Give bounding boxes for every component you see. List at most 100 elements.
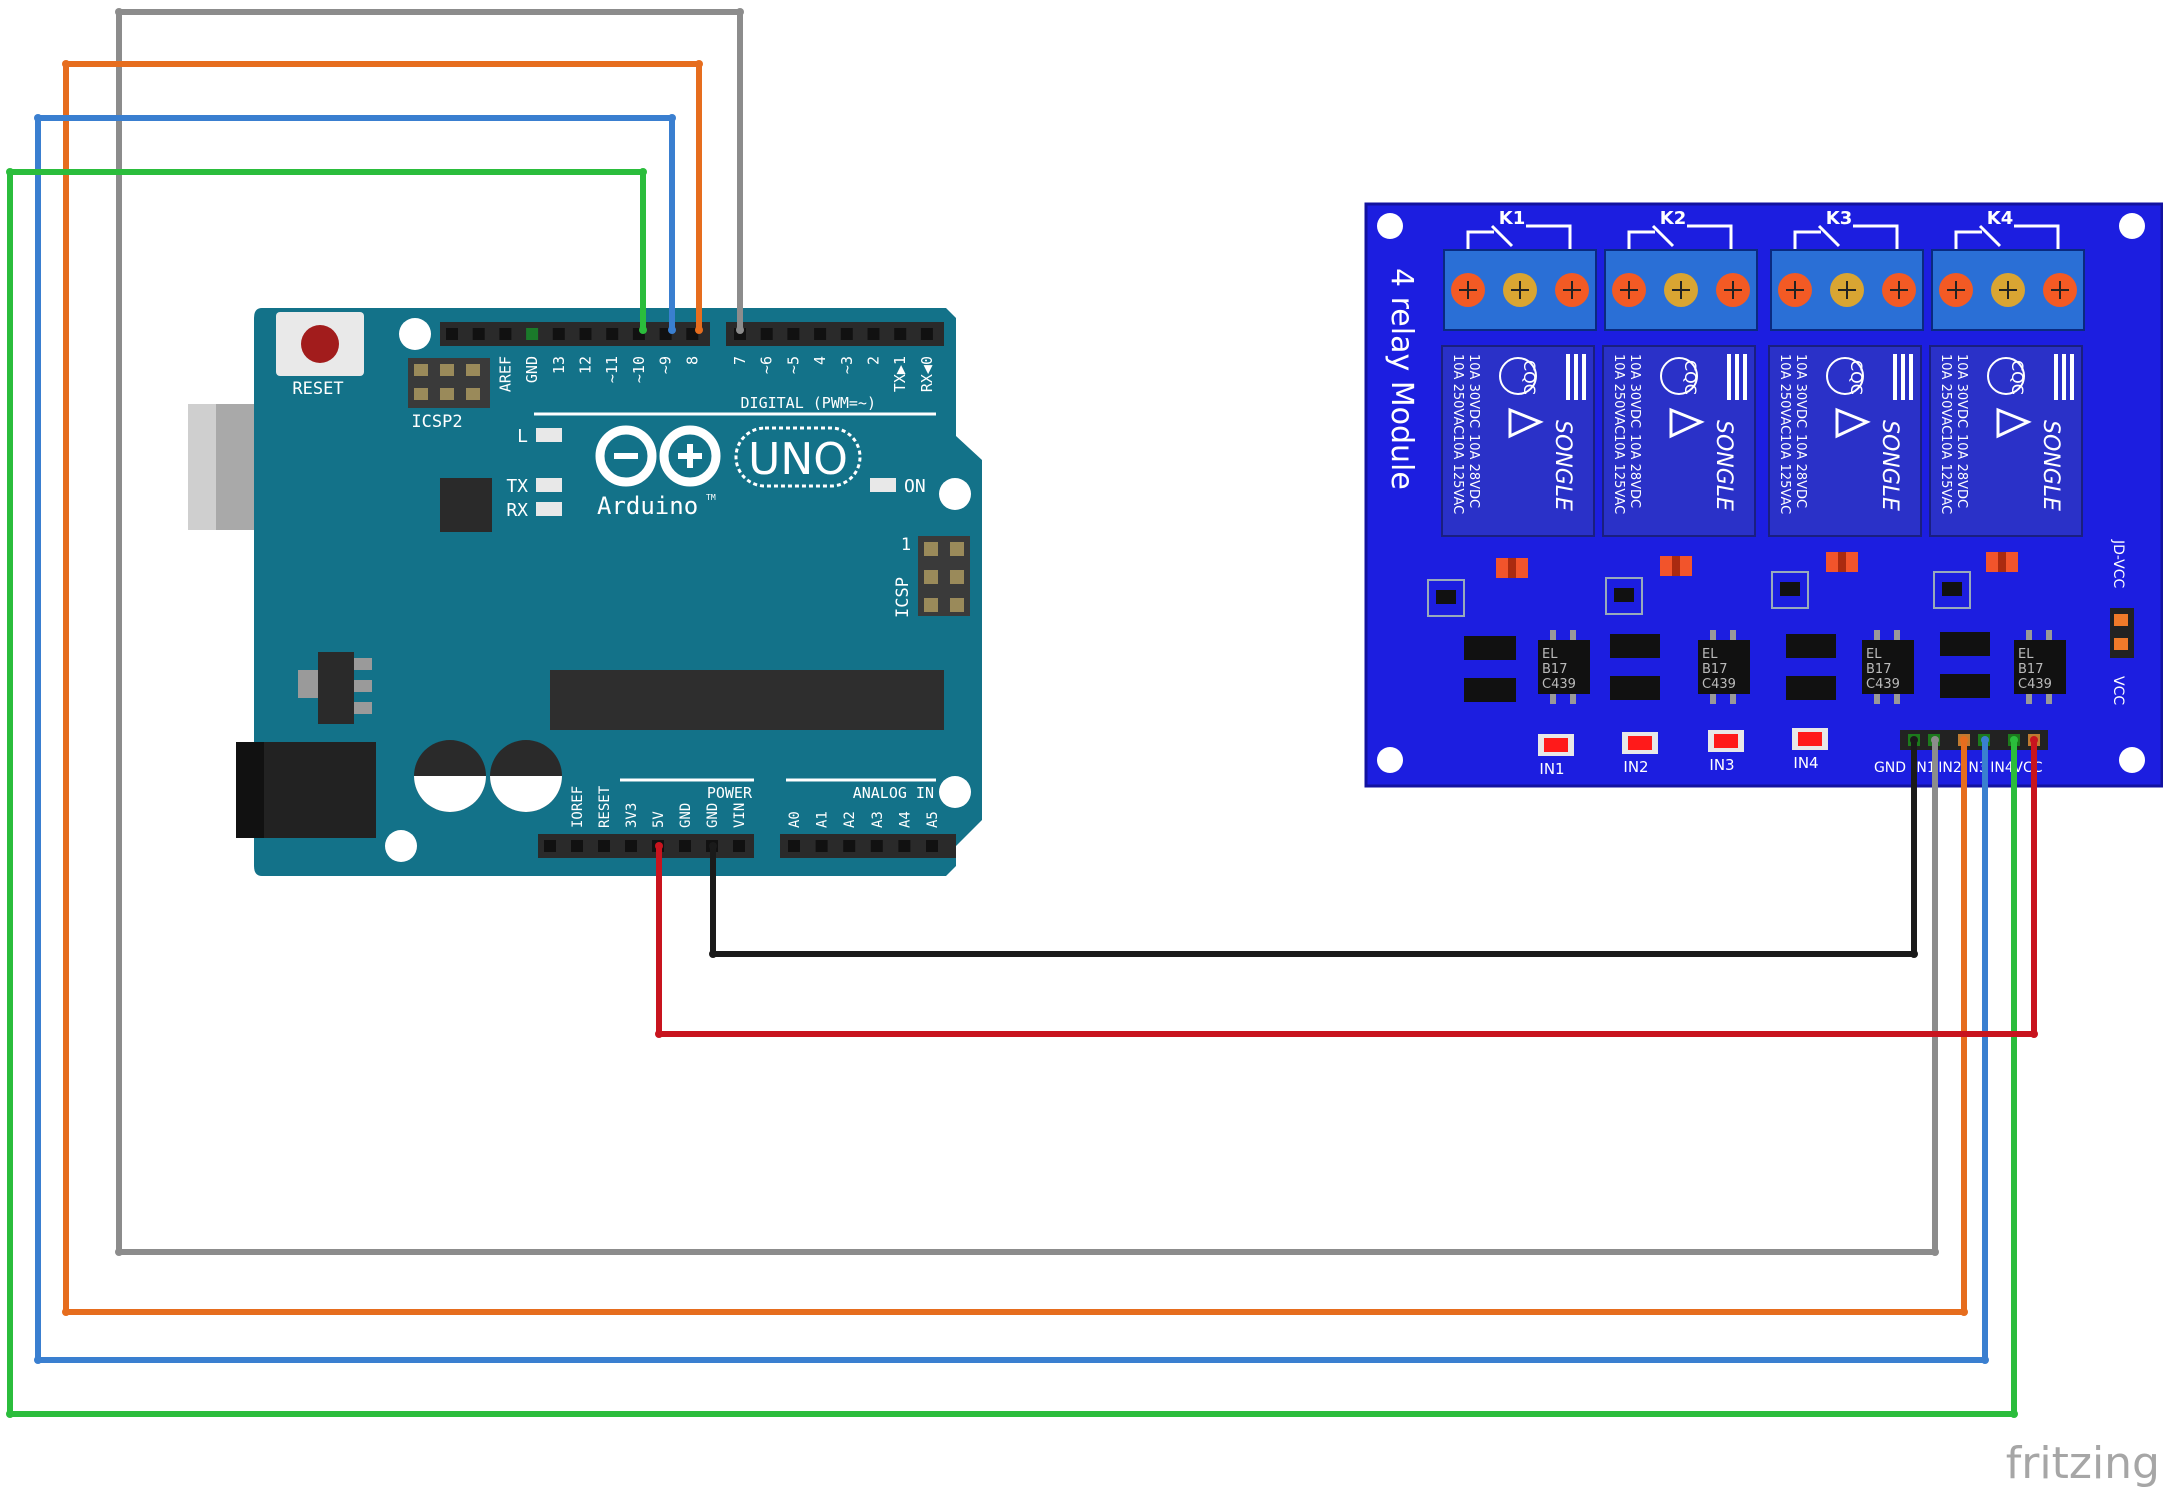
digital-pin-socket[interactable] [446,328,458,340]
relay-rating: 10A 28VDC [1466,434,1481,508]
power-pin-label: GND [705,803,721,828]
digital-pin-label: 13 [550,356,568,374]
power-pin-label: RESET [597,785,613,828]
digital-pin-socket[interactable] [787,328,800,340]
power-pin-socket[interactable] [625,840,637,852]
digital-pin-socket[interactable] [814,328,827,340]
relay-rating: 10A 250VAC [1938,354,1953,434]
wire-bend-point [6,168,14,176]
analog-pin-label: A4 [897,811,913,828]
orange-wire[interactable] [63,61,1967,1315]
analog-pin-socket[interactable] [843,840,856,852]
fritzing-watermark: fritzing [2006,1438,2160,1489]
mounting-hole [2119,747,2145,773]
uno-badge [734,426,862,488]
header-pin-label: IN2 [1938,760,1962,776]
relay-rating: 10A 30VDC [1793,354,1808,428]
usb-chip [440,478,492,532]
digital-pin-socket[interactable] [920,328,933,340]
wire-bend-point [1931,1248,1939,1256]
indicator-label: IN1 [1539,760,1564,778]
red-wire[interactable] [656,740,2037,1037]
trademark-label: TM [706,493,716,502]
relay-name-label: K3 [1826,208,1852,229]
optocoupler-text: C439 [1866,677,1900,692]
relay-rating: 10A 30VDC [1466,354,1481,428]
header-pin-label: GND [1874,760,1906,776]
icsp-header [918,536,970,616]
gray-wire[interactable] [116,9,1938,1255]
atmega-chip [550,670,944,730]
digital-pin-label: GND [523,356,541,383]
power-header [538,834,754,858]
wire-bend-point [639,326,647,334]
analog-pin-socket[interactable] [870,840,883,852]
led-on-label: ON [904,476,926,497]
green-wire[interactable] [7,169,2017,1417]
wire-bend-point [668,114,676,122]
optocoupler-text: B17 [2018,662,2043,677]
analog-pin-label: A0 [787,811,803,828]
digital-pin-label: ~3 [838,356,856,374]
wire-bend-point [695,326,703,334]
black-wire[interactable] [710,740,1917,957]
header-pin-label: VCC [2013,760,2042,776]
icsp-label: ICSP [893,577,913,618]
led-tx-label: TX [506,476,528,497]
power-pin-socket[interactable] [679,840,691,852]
indicator-label: IN2 [1623,758,1648,776]
power-pin-label: 3V3 [624,803,640,828]
wire-bend-point [639,168,647,176]
analog-pin-label: A5 [925,811,941,828]
led-l [536,428,562,442]
analog-pin-socket[interactable] [926,840,938,852]
wire-bend-point [1981,1356,1989,1364]
digital-pin-socket[interactable] [526,328,539,340]
analog-pin-label: A2 [842,811,858,828]
voltage-regulator [318,652,354,724]
digital-pin-socket[interactable] [867,328,880,340]
analog-pin-socket[interactable] [788,840,800,852]
wire-bend-point [709,842,717,850]
mounting-hole [939,776,971,808]
digital-pin-socket[interactable] [499,328,512,340]
digital-pin-socket[interactable] [552,328,565,340]
optocoupler-text: EL [1542,647,1558,662]
digital-pin-socket[interactable] [894,328,907,340]
wire-bend-point [655,842,663,850]
digital-pin-socket[interactable] [579,328,592,340]
relay-rating: 10A 250VAC [1777,354,1792,434]
digital-pin-socket[interactable] [606,328,619,340]
wire-bend-point [62,1308,70,1316]
wire-bend-point [115,8,123,16]
blue-wire[interactable] [35,115,1988,1363]
mounting-hole [1377,213,1403,239]
wire-bend-point [655,1030,663,1038]
relay-rating: 10A 250VAC [1611,354,1626,434]
analog-pin-socket[interactable] [815,840,828,852]
digital-pin-label: 12 [577,356,595,374]
digital-pin-socket[interactable] [472,328,485,340]
power-pin-socket[interactable] [598,840,610,852]
digital-pin-socket[interactable] [760,328,773,340]
arduino-infinity-logo [595,425,721,487]
analog-pin-socket[interactable] [898,840,911,852]
optocoupler-text: C439 [1702,677,1736,692]
power-label: POWER [707,784,753,802]
power-pin-socket[interactable] [571,840,583,852]
digital-pin-label: TX▶1 [891,356,909,392]
led-rx [536,502,562,516]
indicator-label: IN4 [1793,754,1818,772]
wire-bend-point [1910,950,1918,958]
power-pin-socket[interactable] [544,840,556,852]
digital-pin-socket[interactable] [840,328,853,340]
digital-pin-label: ~6 [758,356,776,374]
power-pin-socket[interactable] [733,840,745,852]
